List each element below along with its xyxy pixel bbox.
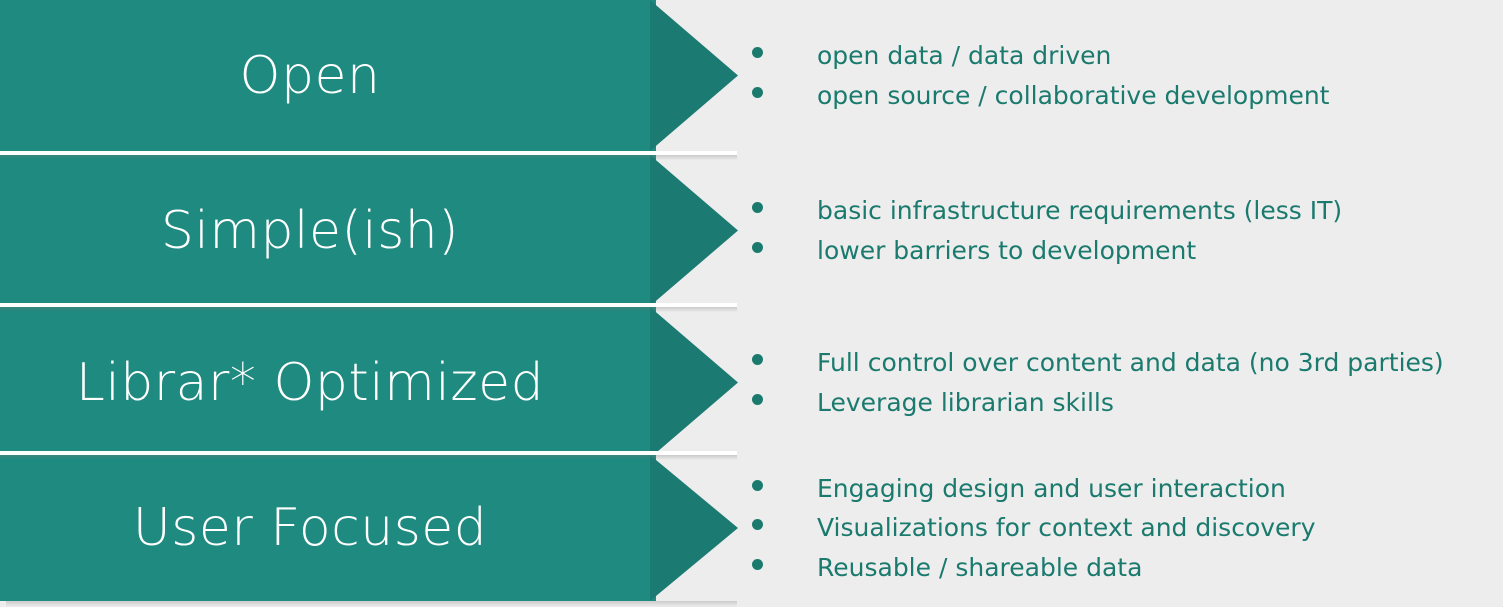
row-separator-shadow [0, 455, 737, 460]
chevron-arrow-head-icon [650, 155, 738, 306]
chevron-arrow-head-icon [650, 455, 738, 601]
list-item: open data / data driven [752, 38, 1492, 74]
list-item-label: Reusable / shareable data [817, 552, 1143, 582]
list-item: Full control over content and data (no 3… [752, 345, 1492, 381]
chevron-arrow [0, 455, 738, 601]
bullet-dot-icon [752, 393, 763, 405]
bullet-dot-icon [752, 86, 763, 98]
list-item-label: open data / data driven [817, 41, 1112, 70]
bullet-list: Engaging design and user interaction Vis… [752, 455, 1492, 601]
list-item-label: Visualizations for context and discovery [817, 513, 1316, 543]
list-item: lower barriers to development [752, 233, 1492, 269]
row-separator [0, 451, 737, 455]
chevron-row-simple: Simple(ish) basic infrastructure require… [0, 155, 1503, 306]
row-separator-shadow [0, 155, 737, 160]
chevron-arrow-head-icon [650, 0, 738, 151]
row-separator-shadow [0, 307, 737, 312]
bullet-dot-icon [752, 479, 763, 491]
chevron-arrow-body [0, 155, 656, 306]
bullet-list: Full control over content and data (no 3… [752, 307, 1492, 458]
list-item-label: Engaging design and user interaction [817, 473, 1286, 503]
row-separator [0, 303, 737, 307]
bullet-list: open data / data driven open source / co… [752, 0, 1492, 151]
chevron-row-library-optimized: Librar* Optimized Full control over cont… [0, 307, 1503, 458]
bullet-dot-icon [752, 354, 763, 365]
list-item: Reusable / shareable data [752, 550, 1492, 586]
list-item: Visualizations for context and discovery [752, 510, 1492, 546]
list-item: open source / collaborative development [752, 78, 1492, 114]
list-item: basic infrastructure requirements (less … [752, 193, 1492, 229]
bullet-dot-icon [752, 241, 763, 253]
list-item: Leverage librarian skills [752, 385, 1492, 421]
list-item-label: lower barriers to development [817, 235, 1197, 265]
chevron-label: User Focused [132, 498, 488, 558]
list-item: Engaging design and user interaction [752, 471, 1492, 507]
chevron-label: Librar* Optimized [75, 352, 545, 413]
chevron-row-open: Open open data / data driven open source… [0, 0, 1503, 151]
chevron-label: Open [239, 45, 381, 106]
bullet-list: basic infrastructure requirements (less … [752, 155, 1492, 306]
chevron-row-user-focused: User Focused Engaging design and user in… [0, 455, 1503, 601]
row-separator [0, 151, 737, 155]
bullet-dot-icon [752, 558, 763, 570]
chevron-arrow-body [0, 0, 656, 151]
chevron-arrow [0, 0, 738, 151]
chevron-label: Simple(ish) [160, 200, 460, 261]
bullet-dot-icon [752, 47, 763, 58]
chevron-arrow [0, 155, 738, 306]
chevron-arrow-body [0, 455, 656, 601]
chevron-arrow-body [0, 307, 656, 458]
list-item-label: basic infrastructure requirements (less … [817, 196, 1343, 225]
bottom-shadow [6, 601, 737, 607]
list-item-label: Full control over content and data (no 3… [817, 348, 1444, 377]
list-item-label: open source / collaborative development [817, 80, 1330, 110]
chevron-arrow-head-icon [650, 307, 738, 458]
bullet-dot-icon [752, 202, 763, 213]
list-item-label: Leverage librarian skills [817, 387, 1114, 417]
chevron-arrow [0, 307, 738, 458]
bullet-dot-icon [752, 519, 763, 531]
